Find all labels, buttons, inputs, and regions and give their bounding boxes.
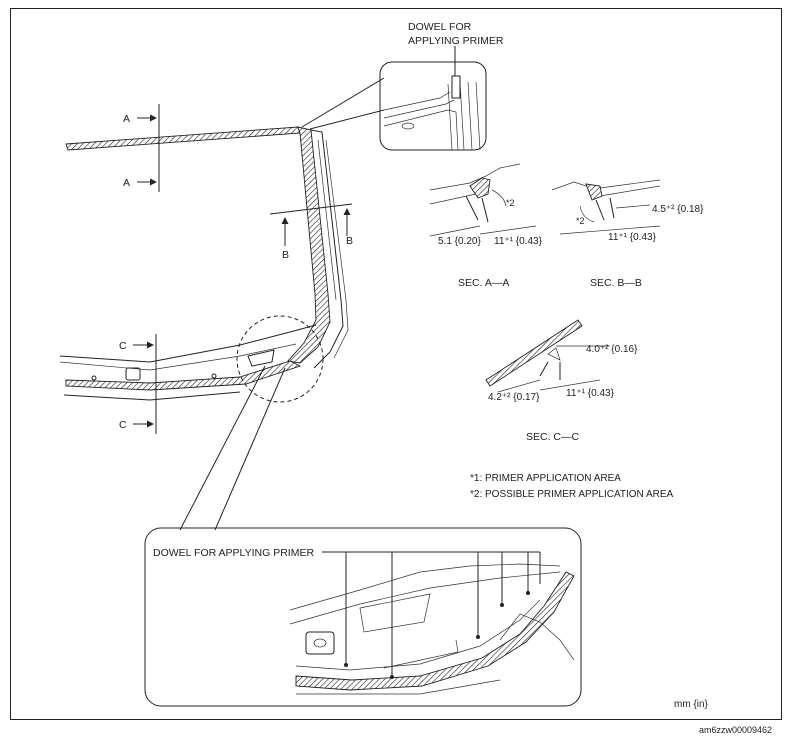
section-a-mark2: *2: [506, 198, 515, 208]
section-b-dim-2: 11⁺¹ {0.43}: [608, 232, 657, 243]
section-c-dim-3: 11⁺¹ {0.43}: [566, 388, 615, 399]
bottom-detail-callout: DOWEL FOR APPLYING PRIMER: [144, 527, 582, 707]
section-a-dim-2: 11⁺¹ {0.43}: [494, 236, 543, 247]
section-b-mark2: *2: [576, 216, 585, 226]
top-callout-label-line1: DOWEL FOR: [408, 21, 472, 33]
section-mark-b: B B: [269, 203, 353, 261]
section-c-dim-2: 4.2⁺² {0.17}: [488, 392, 540, 403]
section-b-dim-1: 4.5⁺² {0.18}: [652, 204, 704, 215]
note-2: *2: POSSIBLE PRIMER APPLICATION AREA: [470, 489, 674, 500]
image-code: am6zzw00009462: [699, 725, 772, 735]
detail-zoom-indicator: [179, 315, 324, 531]
top-callout-label-line2: APPLYING PRIMER: [408, 35, 504, 47]
section-a-lower-label: A: [123, 177, 130, 189]
section-b-b-detail: *2 4.5⁺² {0.18} 11⁺¹ {0.43} SEC. B—B: [551, 179, 704, 289]
bottom-callout-label: DOWEL FOR APPLYING PRIMER: [153, 547, 314, 559]
section-a-caption: SEC. A—A: [458, 277, 509, 289]
section-a-a-detail: *2 5.1 {0.20} 11⁺¹ {0.43} SEC. A—A: [429, 163, 543, 289]
diagram-frame: [10, 8, 782, 720]
section-c-c-detail: 4.0⁺² {0.16} 4.2⁺² {0.17} 11⁺¹ {0.43} SE…: [485, 319, 638, 443]
section-mark-c: C C: [119, 334, 157, 434]
section-c-dim-1: 4.0⁺² {0.16}: [586, 344, 638, 355]
section-b-right-label: B: [346, 235, 353, 247]
section-a-upper-label: A: [123, 113, 130, 125]
section-c-caption: SEC. C—C: [526, 431, 580, 443]
note-1: *1: PRIMER APPLICATION AREA: [470, 473, 621, 484]
section-b-left-label: B: [282, 249, 289, 261]
section-a-dim-1: 5.1 {0.20}: [438, 236, 481, 247]
top-detail-callout: DOWEL FOR APPLYING PRIMER: [301, 21, 504, 151]
notes-legend: *1: PRIMER APPLICATION AREA *2: POSSIBLE…: [470, 473, 674, 500]
section-c-upper-label: C: [119, 340, 127, 352]
body-frame-outline: [59, 126, 349, 401]
section-c-lower-label: C: [119, 419, 127, 431]
section-b-caption: SEC. B—B: [590, 277, 642, 289]
unit-label: mm {in}: [674, 699, 709, 710]
section-mark-a: A A: [123, 104, 160, 192]
